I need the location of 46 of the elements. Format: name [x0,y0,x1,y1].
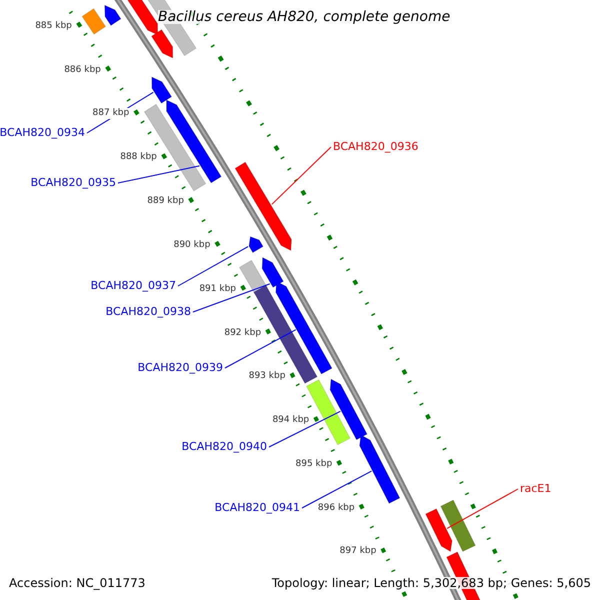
gene-block [104,4,122,26]
leader-line [446,488,518,529]
gene-block [152,76,172,104]
leader-line [224,329,296,368]
gene-label: BCAH820_0935 [30,177,116,188]
title: Bacillus cereus AH820, complete genome [158,10,450,24]
genome-info-text: Topology: linear; Length: 5,302,683 bp; Genes: 5,605 [272,577,591,589]
gene-block [440,500,476,552]
leader-line [178,246,249,286]
gene-block [248,236,264,254]
leader-line [192,283,270,312]
gene-block [126,0,158,36]
gene-label: BCAH820_0939 [138,362,223,373]
scale-label: 891 kbp [198,284,237,295]
gene-label: racE1 [520,483,552,494]
scale-label: 890 kbp [172,240,212,251]
scale-label: 893 kbp [248,371,286,382]
gene-label: BCAH820_0941 [214,502,300,513]
gene-block [151,29,174,58]
gene-block [82,8,106,35]
accession-text: Accession: NC_011773 [9,577,146,589]
scale-label: 892 kbp [223,328,262,339]
gene-label: BCAH820_0938 [106,306,191,317]
gene-block [166,100,222,184]
gene-label: BCAH820_0937 [90,280,176,291]
scale-label: 895 kbp [294,458,334,470]
leader-line [118,165,200,184]
gene-block [262,257,284,288]
scale-label: 886 kbp [63,64,102,76]
scale-label: 896 kbp [316,502,356,514]
gene-label: BCAH820_0940 [182,441,267,452]
leader-line [268,410,341,448]
scale-label: 889 kbp [146,196,185,208]
gene-block [330,378,368,440]
scale-label: 894 kbp [271,415,310,426]
scale-label: 888 kbp [119,152,158,164]
leader-line [302,470,372,508]
gene-label: BCAH820_0934 [0,127,85,138]
leader-line [271,146,332,205]
scale-label: 885 kbp [34,20,73,32]
gene-block [359,434,400,504]
gene-block [425,508,452,552]
scale-label: 887 kbp [92,108,130,120]
gene-block [234,162,292,251]
gene-label: BCAH820_0936 [333,141,418,152]
scale-label: 897 kbp [338,546,378,558]
